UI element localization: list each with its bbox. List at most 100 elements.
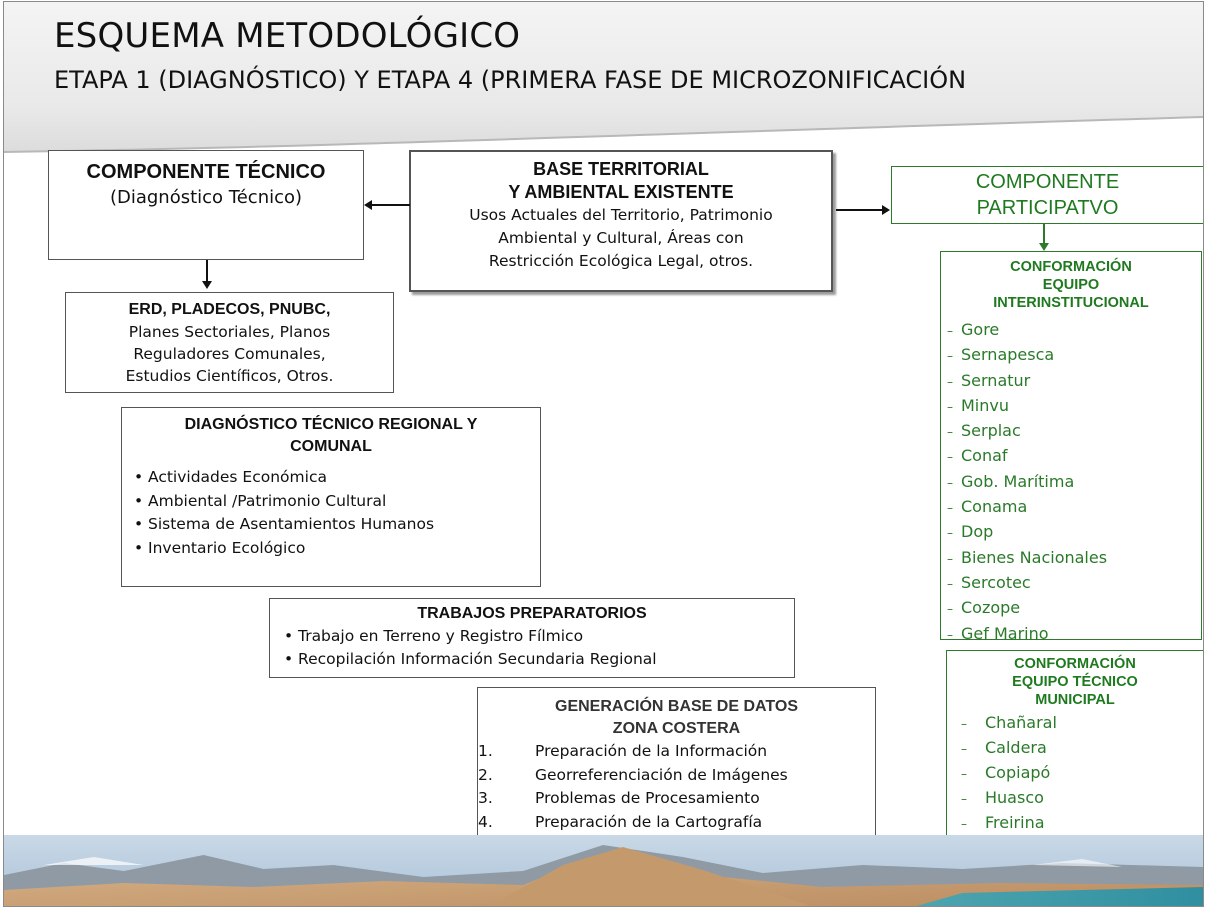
list-item: –Dop: [947, 520, 1201, 545]
list-item: –Sercotec: [947, 571, 1201, 596]
municipality-name: Chañaral: [985, 713, 1057, 732]
bullet-icon: •: [134, 491, 144, 510]
arrow-base-to-tecnico: [364, 200, 410, 210]
base-territorial-box: BASE TERRITORIAL Y AMBIENTAL EXISTENTE U…: [409, 150, 833, 292]
list-item: –Gob. Marítima: [947, 470, 1201, 495]
dash-icon: –: [961, 742, 967, 756]
list-item: –Freirina: [961, 811, 1203, 836]
dash-icon: –: [947, 349, 953, 364]
list-item: –Gore: [947, 318, 1201, 343]
equipo-municipal-title-2: EQUIPO TÉCNICO: [1012, 674, 1138, 690]
equipo-interinstitucional-box: CONFORMACIÓN EQUIPO INTERINSTITUCIONAL –…: [940, 251, 1202, 643]
item-number: 4.: [478, 812, 493, 831]
page-title: ESQUEMA METODOLÓGICO: [54, 16, 521, 56]
base-territorial-line: Ambiental y Cultural, Áreas con: [498, 229, 744, 247]
dash-icon: –: [947, 324, 953, 338]
institution-name: Dop: [961, 522, 994, 542]
header-curve: [4, 116, 1203, 157]
dash-icon: –: [961, 792, 967, 806]
list-item: •Ambiental /Patrimonio Cultural: [134, 490, 540, 514]
dash-icon: –: [947, 374, 953, 389]
generacion-item: Georreferenciación de Imágenes: [535, 765, 788, 784]
componente-tecnico-subtitle: (Diagnóstico Técnico): [109, 187, 303, 208]
institution-name: Conama: [961, 497, 1028, 517]
trabajos-item: Recopilación Información Secundaria Regi…: [298, 650, 657, 668]
list-item: –Gef Marino: [947, 622, 1201, 647]
list-item: 2. Georreferenciación de Imágenes: [478, 764, 875, 788]
dash-icon: –: [947, 551, 953, 566]
item-number: 2.: [478, 765, 493, 784]
diagnostico-title-1: DIAGNÓSTICO TÉCNICO REGIONAL Y: [184, 416, 478, 433]
equipo-interinstitucional-list: –Gore –Sernapesca –Sernatur –Minvu –Serp…: [947, 318, 1201, 647]
base-territorial-line: Usos Actuales del Territorio, Patrimonio: [469, 206, 773, 224]
erd-line: Planes Sectoriales, Planos: [128, 323, 331, 341]
arrow-base-to-participativo: [836, 205, 890, 215]
equipo-interinstitucional-title-1: CONFORMACIÓN: [1010, 259, 1132, 275]
municipality-name: Copiapó: [985, 763, 1051, 782]
list-item: –Sernapesca: [947, 343, 1201, 368]
slide: ESQUEMA METODOLÓGICO ETAPA 1 (DIAGNÓSTIC…: [3, 1, 1204, 907]
generacion-title-2: ZONA COSTERA: [612, 720, 741, 737]
institution-name: Sercotec: [961, 572, 1031, 592]
equipo-municipal-title-1: CONFORMACIÓN: [1014, 656, 1136, 672]
dash-icon: –: [961, 767, 967, 781]
erd-box: ERD, PLADECOS, PNUBC, Planes Sectoriales…: [65, 292, 394, 393]
dash-icon: –: [947, 576, 953, 591]
list-item: –Sernatur: [947, 369, 1201, 394]
list-item: – Chañaral: [961, 711, 1203, 736]
institution-name: Sernapesca: [961, 345, 1055, 365]
equipo-interinstitucional-title-3: INTERINSTITUCIONAL: [993, 295, 1149, 311]
diagnostico-item: Actividades Económica: [148, 468, 327, 486]
municipality-name: Huasco: [985, 788, 1044, 807]
institution-name: Minvu: [961, 395, 1009, 415]
institution-name: Sernatur: [961, 370, 1031, 390]
base-territorial-title-2: Y AMBIENTAL EXISTENTE: [508, 182, 734, 202]
trabajos-item: Trabajo en Terreno y Registro Fílmico: [298, 627, 584, 645]
componente-tecnico-title: COMPONENTE TÉCNICO: [86, 161, 326, 183]
bullet-icon: •: [284, 650, 294, 668]
list-item: 3.Problemas de Procesamiento: [478, 787, 875, 811]
generacion-list: 1.Preparación de la Información 2. Georre…: [478, 740, 875, 834]
institution-name: Gore: [961, 320, 1000, 339]
institution-name: Cozope: [961, 598, 1021, 618]
diagnostico-list: •Actividades Económica •Ambiental /Patri…: [134, 466, 540, 560]
dash-icon: –: [947, 450, 953, 465]
componente-participativo-line-1: COMPONENTE: [975, 171, 1120, 193]
list-item: –Caldera: [961, 736, 1203, 761]
diagnostico-item: Inventario Ecológico: [148, 538, 306, 557]
componente-tecnico-box: COMPONENTE TÉCNICO (Diagnóstico Técnico): [48, 150, 364, 260]
equipo-municipal-box: CONFORMACIÓN EQUIPO TÉCNICO MUNICIPAL –C…: [946, 650, 1203, 836]
institution-name: Bienes Nacionales: [961, 547, 1108, 567]
list-item: –Conama: [947, 495, 1201, 520]
generacion-item: Preparación de la Cartografía: [535, 812, 763, 831]
dash-icon: –: [947, 501, 953, 516]
trabajos-title: TRABAJOS PREPARATORIOS: [417, 605, 647, 622]
bullet-icon: •: [134, 515, 144, 533]
list-item: –Serplac: [947, 419, 1201, 444]
list-item: – Copiapó: [961, 761, 1203, 786]
base-territorial-line: Restricción Ecológica Legal, otros.: [488, 252, 754, 270]
list-item: •Trabajo en Terreno y Registro Fílmico: [284, 625, 794, 648]
equipo-interinstitucional-title-2: EQUIPO: [1042, 277, 1100, 293]
generacion-title-1: GENERACIÓN BASE DE DATOS: [555, 698, 798, 715]
list-item: – Huasco: [961, 786, 1203, 811]
bullet-icon: •: [134, 538, 144, 557]
dash-icon: –: [961, 717, 967, 731]
institution-name: Gob. Marítima: [961, 471, 1075, 491]
dash-icon: –: [947, 602, 953, 617]
arrow-tecnico-to-erd: [202, 260, 212, 289]
trabajos-list: •Trabajo en Terreno y Registro Fílmico •…: [284, 625, 794, 671]
generacion-item: Problemas de Procesamiento: [535, 789, 760, 807]
base-territorial-title-1: BASE TERRITORIAL: [533, 159, 709, 179]
list-item: 4. Preparación de la Cartografía: [478, 811, 875, 835]
dash-icon: –: [947, 399, 953, 414]
list-item: •Sistema de Asentamientos Humanos: [134, 513, 540, 537]
list-item: –Conaf: [947, 444, 1201, 469]
dash-icon: –: [947, 526, 953, 541]
equipo-municipal-list: – Chañaral –Caldera – Copiapó – Huasco –Fre…: [961, 711, 1203, 836]
erd-title: ERD, PLADECOS, PNUBC,: [128, 301, 331, 318]
list-item: 1.Preparación de la Información: [478, 740, 875, 764]
dash-icon: –: [961, 817, 967, 831]
diagnostico-box: DIAGNÓSTICO TÉCNICO REGIONAL Y COMUNAL •…: [121, 407, 541, 587]
page-subtitle: ETAPA 1 (DIAGNÓSTICO) Y ETAPA 4 (PRIMERA…: [54, 66, 967, 94]
